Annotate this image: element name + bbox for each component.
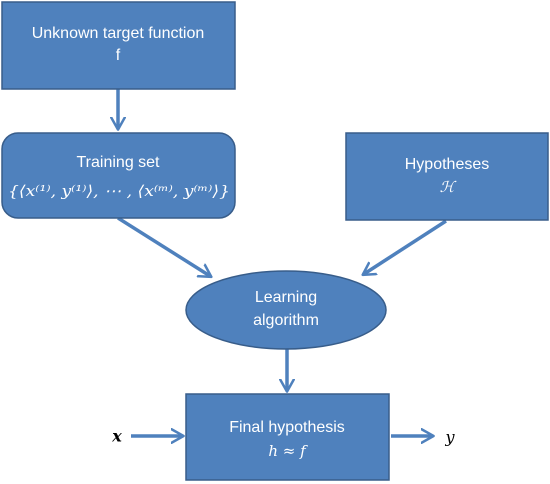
- learning-algorithm-node: Learning algorithm: [185, 270, 387, 350]
- hypotheses-title: Hypotheses: [405, 156, 490, 173]
- arrow-training-to-algorithm: [117, 216, 210, 276]
- training-set-title: Training set: [77, 154, 161, 171]
- final-hypothesis-formula: h ≈ f: [268, 442, 308, 460]
- hypotheses-symbol: ℋ: [440, 178, 457, 196]
- learning-algorithm-line2: algorithm: [253, 312, 319, 329]
- target-function-symbol: f: [116, 47, 121, 64]
- input-label-x: x: [111, 427, 122, 446]
- training-set-formula: {⟨x⁽¹⁾, y⁽¹⁾⟩, ⋯ , ⟨x⁽ᵐ⁾, y⁽ᵐ⁾⟩}: [8, 182, 230, 200]
- output-label-y: y: [444, 428, 455, 447]
- arrow-hypotheses-to-algorithm: [364, 219, 447, 274]
- training-set-node: Training set {⟨x⁽¹⁾, y⁽¹⁾⟩, ⋯ , ⟨x⁽ᵐ⁾, y…: [1, 132, 236, 219]
- hypotheses-node: Hypotheses ℋ: [345, 132, 549, 221]
- final-hypothesis-node: Final hypothesis h ≈ f: [185, 393, 390, 481]
- target-function-node: Unknown target function f: [1, 1, 236, 90]
- learning-algorithm-line1: Learning: [255, 289, 317, 306]
- target-function-title: Unknown target function: [32, 25, 205, 42]
- final-hypothesis-title: Final hypothesis: [229, 419, 345, 436]
